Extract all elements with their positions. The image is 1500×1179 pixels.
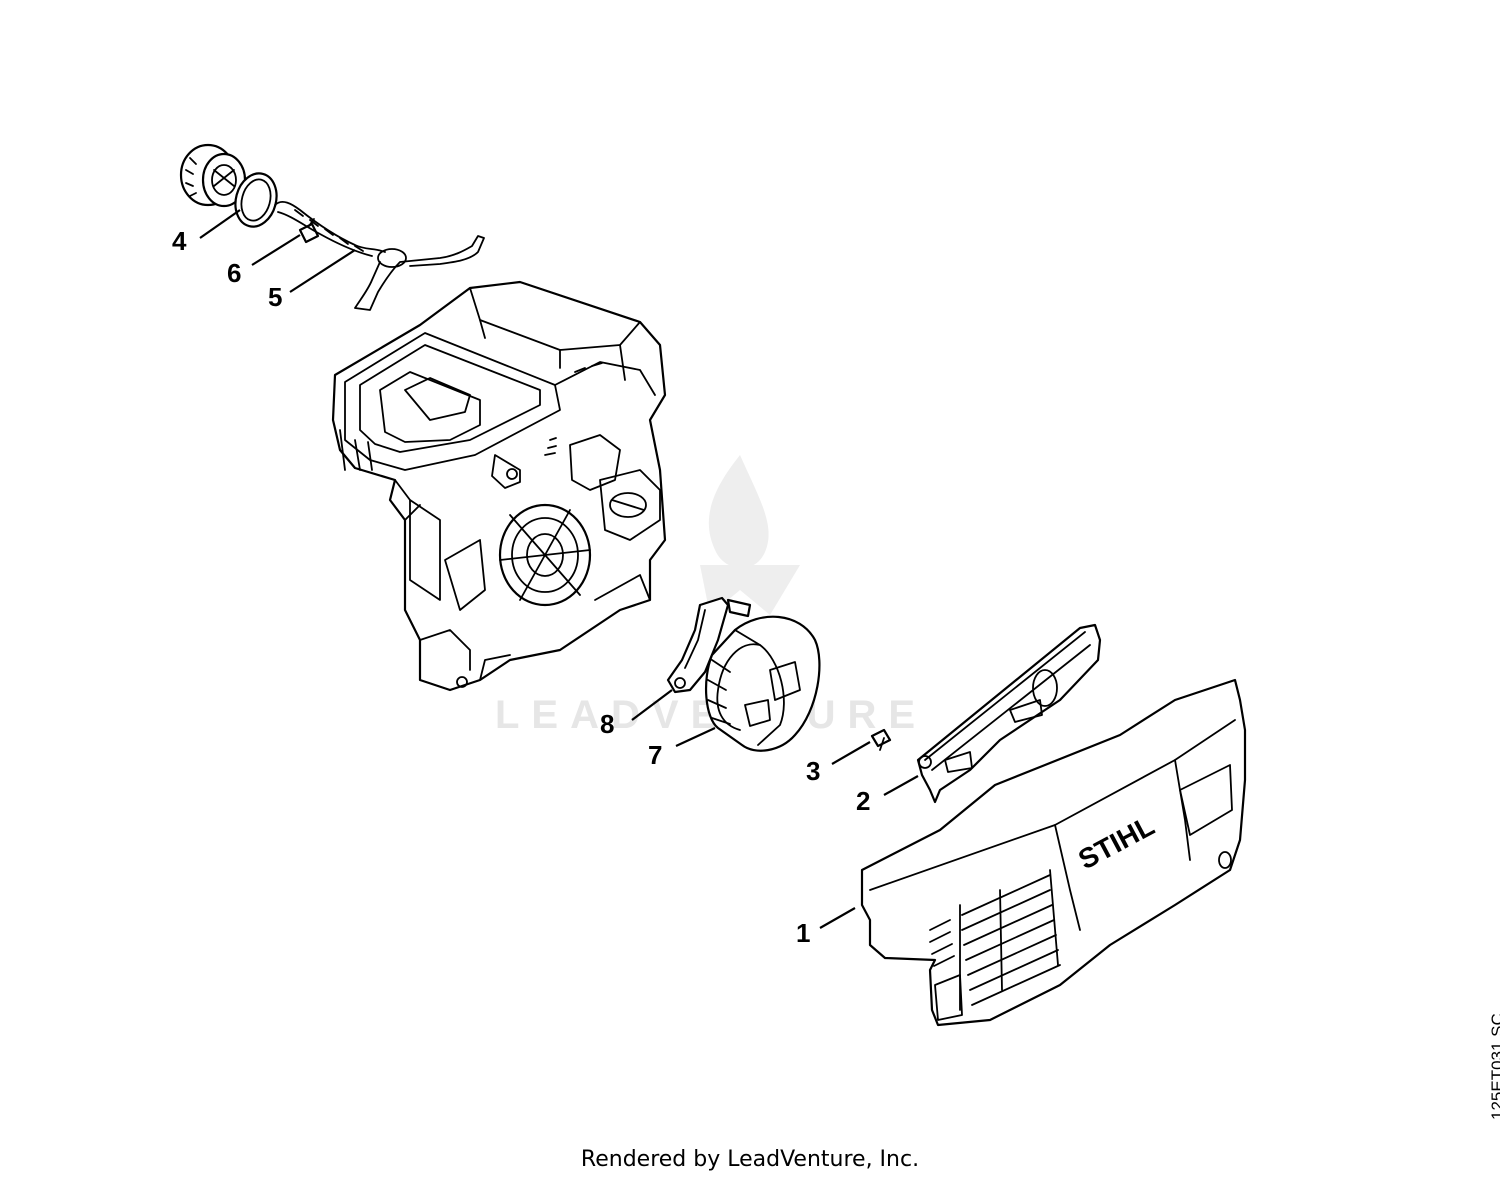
watermark-text: LEADVENTURE: [495, 693, 927, 737]
engine-crankcase: [331, 280, 667, 692]
part-2-guide: [916, 623, 1102, 804]
footer-credit: Rendered by LeadVenture, Inc.: [580, 1147, 920, 1172]
callout-5: 5: [268, 282, 282, 312]
watermark: LEADVENTURE: [495, 455, 927, 737]
callout-2: 2: [856, 786, 870, 816]
callout-8: 8: [600, 709, 614, 739]
callout-6: 6: [227, 258, 241, 288]
callout-1: 1: [796, 918, 810, 948]
callout-3: 3: [806, 756, 820, 786]
leader-lines: [199, 209, 919, 929]
part-8-bracket: [666, 596, 752, 694]
part-5-retainer: [274, 201, 485, 311]
callout-7: 7: [648, 740, 662, 770]
part-7-brake-band: [704, 615, 821, 752]
part-1-shroud: STIHL: [860, 678, 1247, 1027]
part-3-screw: [870, 728, 892, 751]
watermark-flame-icon: [708, 455, 769, 569]
drawing-code-text: 125ET031 SC: [1488, 1013, 1500, 1120]
callout-4: 4: [172, 226, 187, 256]
callouts: 4 6 5 8 7 3 2 1: [172, 226, 870, 948]
